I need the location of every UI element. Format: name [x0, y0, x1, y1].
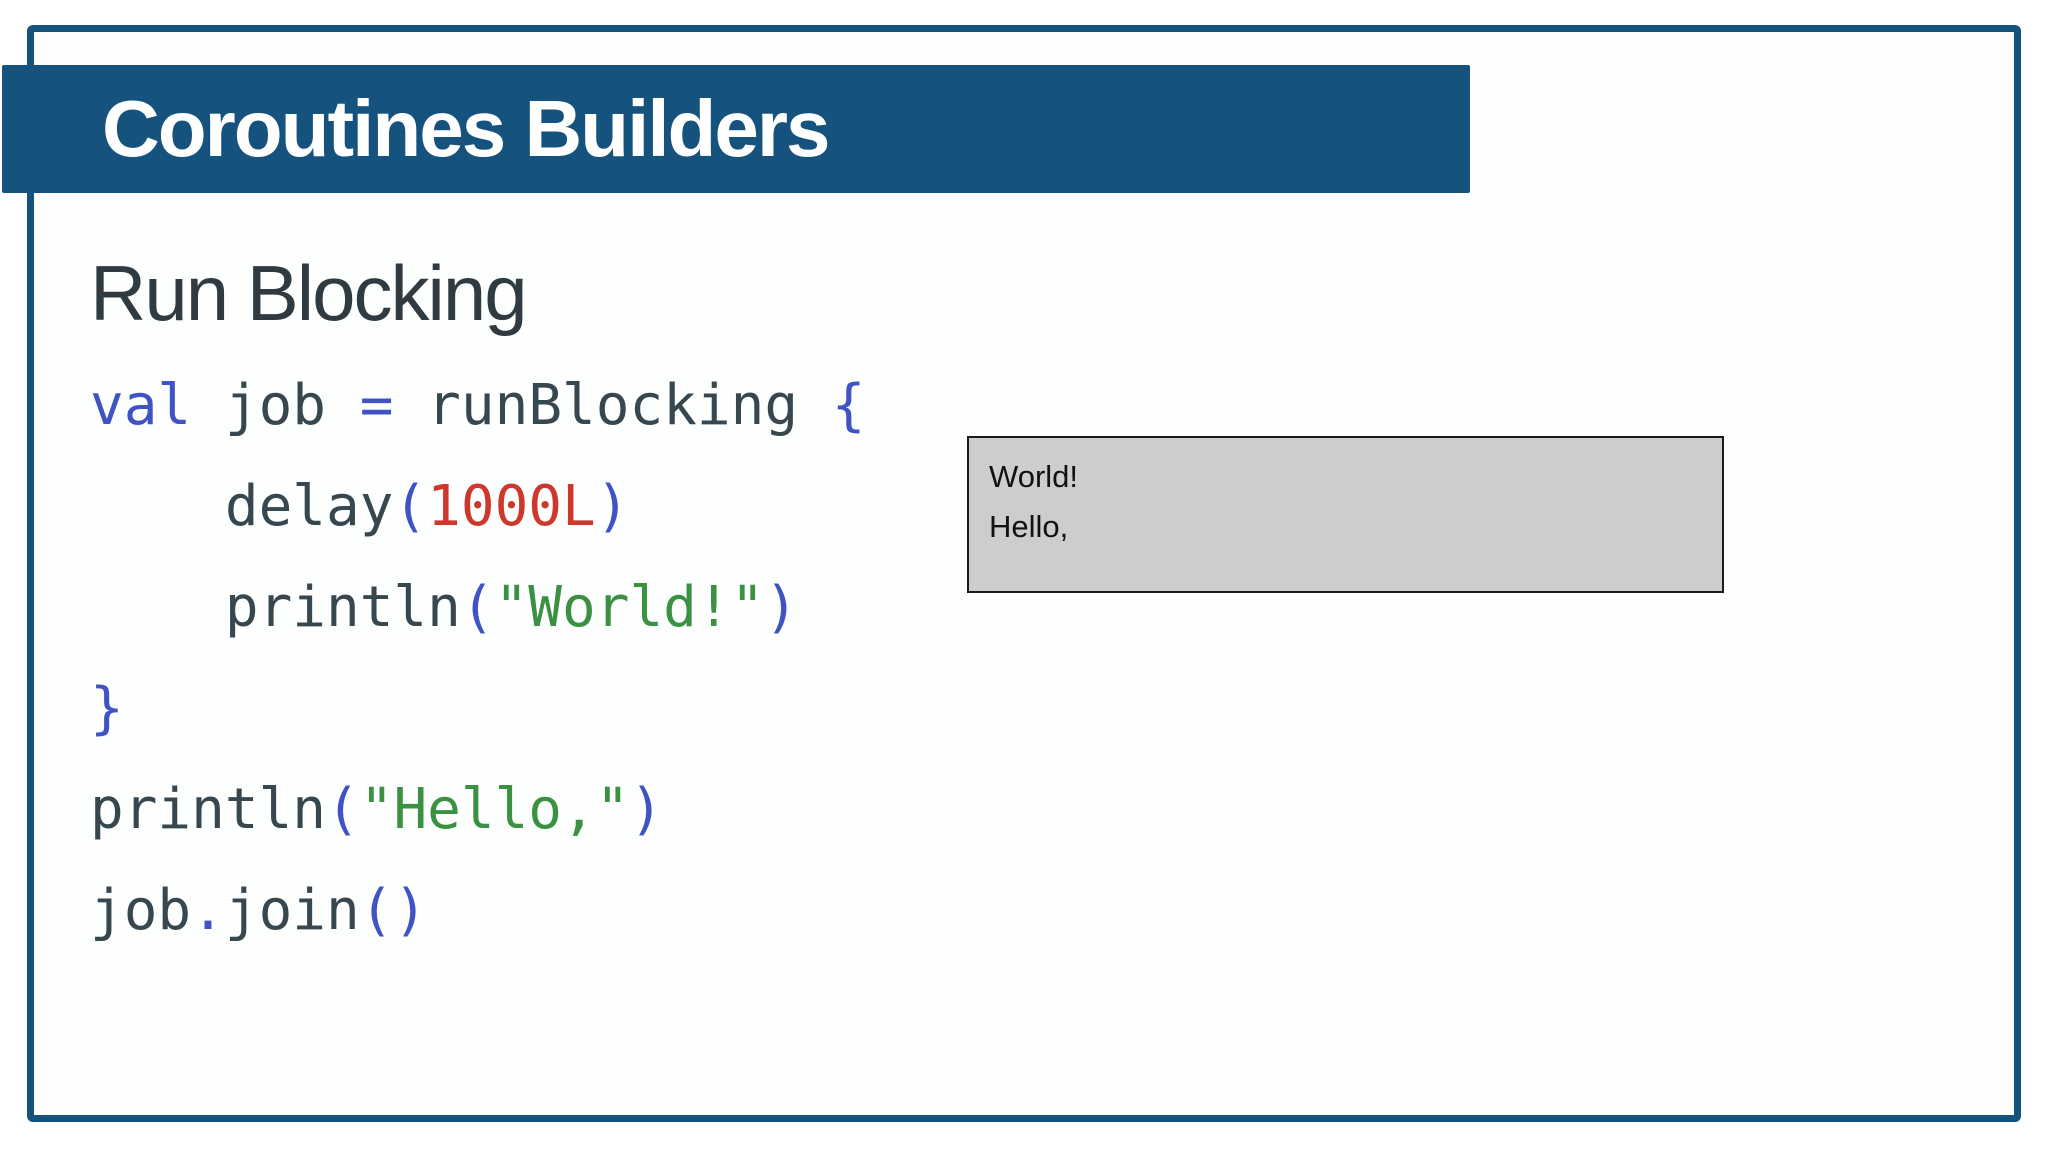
section-heading: Run Blocking — [90, 249, 528, 337]
code-token-string: "Hello," — [359, 777, 630, 842]
code-token-punctuation: ( — [326, 777, 360, 842]
code-line: delay(1000L) — [90, 456, 865, 557]
code-line: println("Hello,") — [90, 759, 865, 860]
output-line: Hello, — [989, 509, 1069, 544]
code-token-keyword: val — [90, 373, 192, 438]
code-token-plain: delay — [90, 474, 394, 539]
code-line: job.join() — [90, 860, 865, 961]
code-token-string: "World!" — [494, 575, 765, 640]
code-token-punctuation: ) — [629, 777, 664, 842]
code-token-plain: job — [90, 878, 192, 943]
title-banner: Coroutines Builders — [2, 65, 1470, 193]
code-line: println("World!") — [90, 557, 865, 658]
code-line: val job = runBlocking { — [90, 355, 865, 456]
code-block: val job = runBlocking { delay(1000L) pri… — [90, 355, 865, 961]
code-token-number: 1000L — [427, 474, 596, 539]
code-token-plain: join — [224, 878, 360, 943]
code-token-punctuation: . — [191, 878, 225, 943]
slide-title: Coroutines Builders — [102, 84, 831, 173]
code-token-plain: println — [90, 575, 461, 640]
code-token-punctuation: = — [359, 373, 394, 438]
output-line: World! — [989, 459, 1079, 494]
code-token-punctuation: ) — [595, 474, 630, 539]
code-token-punctuation: () — [359, 878, 428, 943]
program-output-box: World! Hello, — [967, 436, 1724, 593]
code-token-punctuation: { — [831, 373, 866, 438]
code-line: } — [90, 658, 865, 759]
code-token-punctuation: ( — [393, 474, 428, 539]
code-token-plain: runBlocking — [393, 373, 832, 438]
code-token-punctuation: ( — [460, 575, 495, 640]
code-token-punctuation: } — [90, 676, 124, 741]
code-token-plain: job — [191, 373, 360, 438]
code-token-punctuation: ) — [764, 575, 799, 640]
code-token-plain: println — [90, 777, 327, 842]
